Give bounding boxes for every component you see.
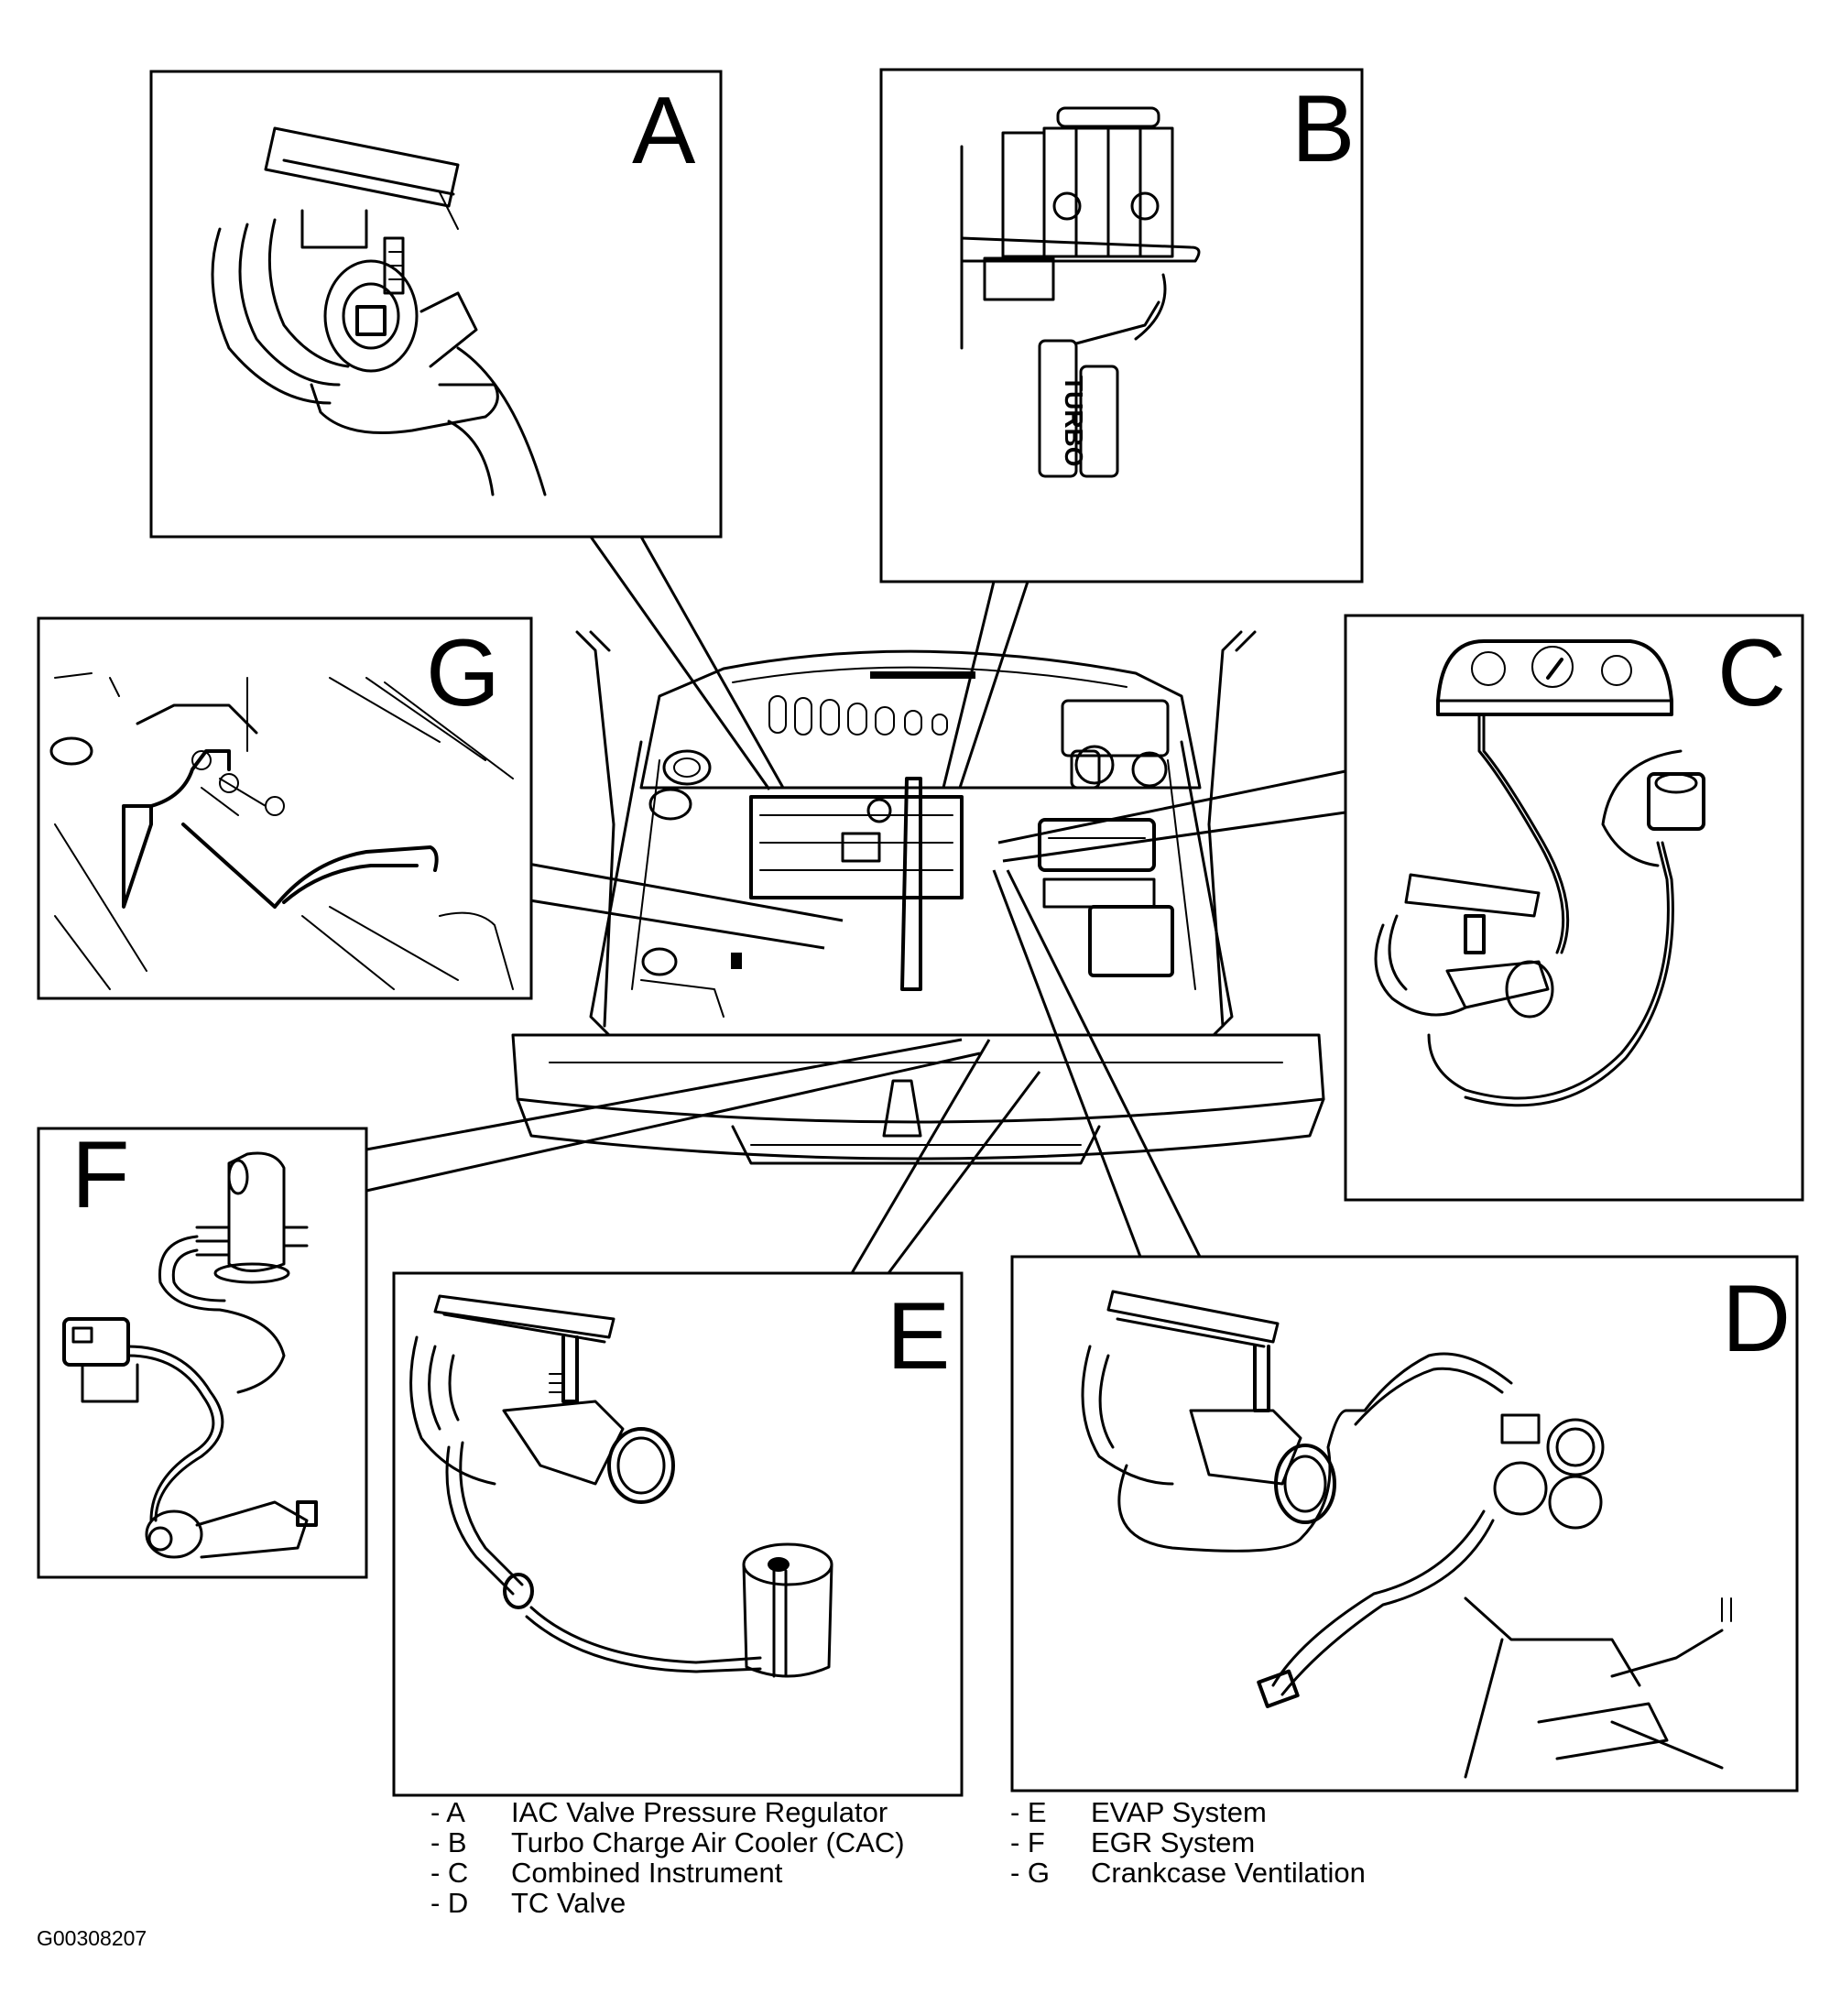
throttle-body-illustration bbox=[211, 126, 547, 496]
leader-line-b bbox=[942, 581, 996, 789]
leader-line-d2 bbox=[1006, 869, 1202, 1258]
tc-valve-illustration bbox=[1081, 1290, 1732, 1779]
leader-line-d bbox=[992, 869, 1142, 1258]
legend-item: - F EGR System bbox=[1010, 1827, 1366, 1858]
panel-letter-g: G bbox=[426, 620, 500, 726]
turbo-label: TURBO bbox=[1060, 376, 1088, 467]
ecm-box bbox=[1038, 818, 1156, 872]
legend-key: - D bbox=[430, 1887, 469, 1919]
figure-id: G00308207 bbox=[37, 1926, 147, 1950]
leader-line-a bbox=[589, 536, 771, 790]
leader-line-f bbox=[365, 1038, 963, 1151]
leader-line-g2 bbox=[512, 896, 825, 950]
fuse-box bbox=[1061, 699, 1170, 757]
legend-right-column: - E EVAP System - F EGR System - G Crank… bbox=[1010, 1797, 1366, 1888]
legend-left-column: - A IAC Valve Pressure Regulator - B Tur… bbox=[430, 1797, 905, 1918]
leader-line-c bbox=[997, 769, 1346, 845]
valve-cover bbox=[749, 795, 964, 899]
panel-letter-f: F bbox=[71, 1122, 130, 1228]
legend-label: Turbo Charge Air Cooler (CAC) bbox=[511, 1826, 905, 1858]
crankcase-hoses-illustration bbox=[49, 672, 514, 990]
legend-item: - C Combined Instrument bbox=[430, 1858, 905, 1888]
leader-line-e2 bbox=[887, 1071, 1041, 1274]
egr-valve bbox=[145, 1509, 203, 1559]
leader-line-g bbox=[512, 859, 844, 922]
legend-key: - G bbox=[1010, 1857, 1051, 1889]
panel-letter-e: E bbox=[887, 1283, 950, 1389]
legend-label: Combined Instrument bbox=[511, 1857, 783, 1889]
cowl-vents bbox=[768, 695, 948, 736]
legend-item: - B Turbo Charge Air Cooler (CAC) bbox=[430, 1827, 905, 1858]
evap-system-illustration bbox=[409, 1294, 833, 1678]
legend-key: - B bbox=[430, 1826, 467, 1858]
leader-line-a2 bbox=[639, 536, 785, 789]
egr-solenoid bbox=[62, 1317, 130, 1367]
legend-key: - A bbox=[430, 1796, 465, 1828]
legend-item: - E EVAP System bbox=[1010, 1797, 1366, 1827]
panel-g: G bbox=[37, 616, 533, 1000]
legend-label: EGR System bbox=[1091, 1826, 1256, 1858]
egr-system-illustration bbox=[62, 1151, 318, 1559]
battery bbox=[1088, 905, 1174, 977]
panel-e: E bbox=[392, 1271, 964, 1797]
legend-label: EVAP System bbox=[1091, 1796, 1267, 1828]
panel-b: B TURBO bbox=[879, 68, 1364, 583]
panel-f: F bbox=[37, 1122, 368, 1579]
panel-c: C bbox=[1344, 614, 1804, 1202]
legend-key: - E bbox=[1010, 1796, 1047, 1828]
engine-top-illustration: TURBO bbox=[960, 106, 1201, 478]
legend-key: - F bbox=[1010, 1826, 1045, 1858]
cowl-slot bbox=[870, 671, 975, 679]
panel-letter-c: C bbox=[1717, 620, 1786, 726]
legend-label: TC Valve bbox=[511, 1887, 626, 1919]
legend-label: IAC Valve Pressure Regulator bbox=[511, 1796, 888, 1828]
panel-d: D bbox=[1010, 1255, 1799, 1793]
legend-key: - C bbox=[430, 1857, 469, 1889]
leader-line-b2 bbox=[958, 581, 1029, 789]
panel-a: A bbox=[149, 70, 723, 539]
legend-item: - D TC Valve bbox=[430, 1888, 905, 1918]
instrument-cluster-illustration bbox=[1374, 639, 1705, 1107]
leader-line-f2 bbox=[365, 1052, 981, 1193]
legend-label: Crankcase Ventilation bbox=[1091, 1857, 1366, 1889]
legend-item: - A IAC Valve Pressure Regulator bbox=[430, 1797, 905, 1827]
panel-letter-d: D bbox=[1722, 1266, 1791, 1372]
panel-letter-a: A bbox=[632, 78, 696, 184]
leader-line-e bbox=[850, 1039, 991, 1274]
panel-letter-b: B bbox=[1291, 76, 1355, 182]
engine-bay-illustration bbox=[511, 630, 1325, 1165]
leader-line-c2 bbox=[1002, 811, 1346, 863]
callout-leaders bbox=[365, 536, 1346, 1274]
legend-item: - G Crankcase Ventilation bbox=[1010, 1858, 1366, 1888]
